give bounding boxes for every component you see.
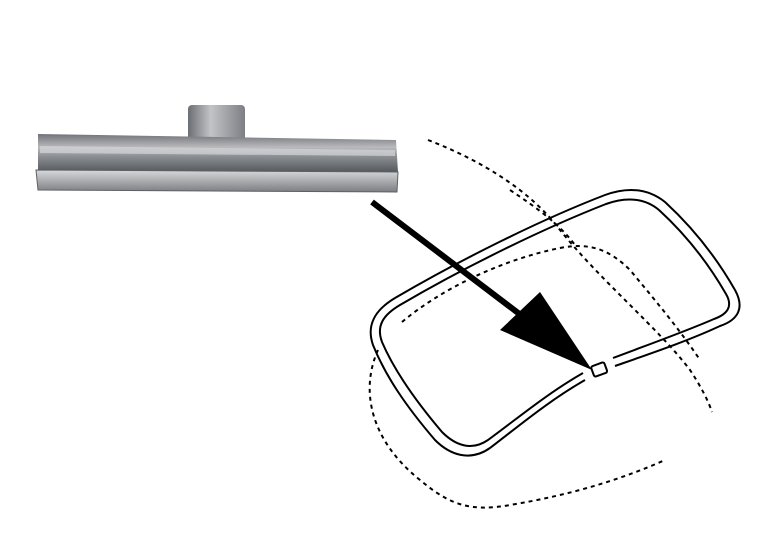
arrow-head — [500, 292, 592, 370]
clip-flange — [35, 169, 399, 193]
seal-outer — [369, 189, 741, 457]
seal-inner — [378, 198, 731, 447]
clip-location-marker — [590, 361, 609, 378]
arrow-shaft — [370, 199, 532, 325]
dotted-line-bottom — [368, 349, 666, 509]
clip-channel-highlight — [40, 146, 395, 156]
arrow — [370, 199, 592, 370]
body-panel-dotted-outline — [368, 139, 713, 509]
window-seal-outline — [369, 189, 741, 457]
dotted-line-top — [427, 139, 713, 413]
dotted-line-inner — [401, 245, 701, 361]
metal-clip — [35, 105, 399, 193]
dotted-line-right — [509, 189, 576, 246]
